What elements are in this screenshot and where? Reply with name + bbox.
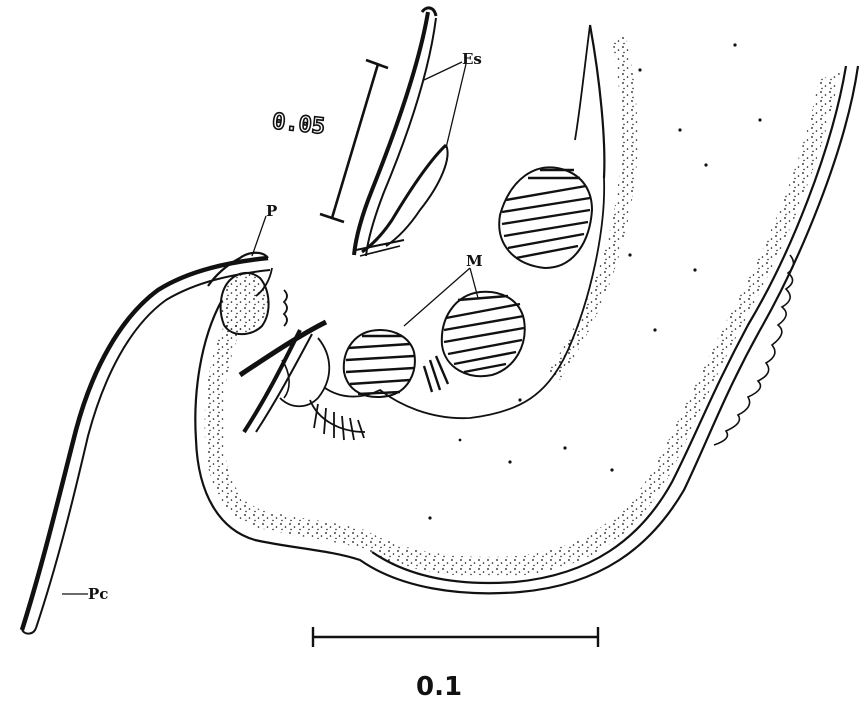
label-m: M [466, 254, 483, 269]
spicules [354, 8, 448, 256]
label-es: Es [462, 52, 482, 67]
scale-bar-small [320, 60, 388, 222]
body-outline [195, 25, 858, 593]
label-pc: Pc [88, 587, 108, 602]
scale-bar-large [313, 627, 598, 647]
label-p: P [266, 204, 277, 219]
scale-label-small: 0.05 [271, 111, 326, 138]
scale-label-large: 0.1 [416, 674, 462, 700]
